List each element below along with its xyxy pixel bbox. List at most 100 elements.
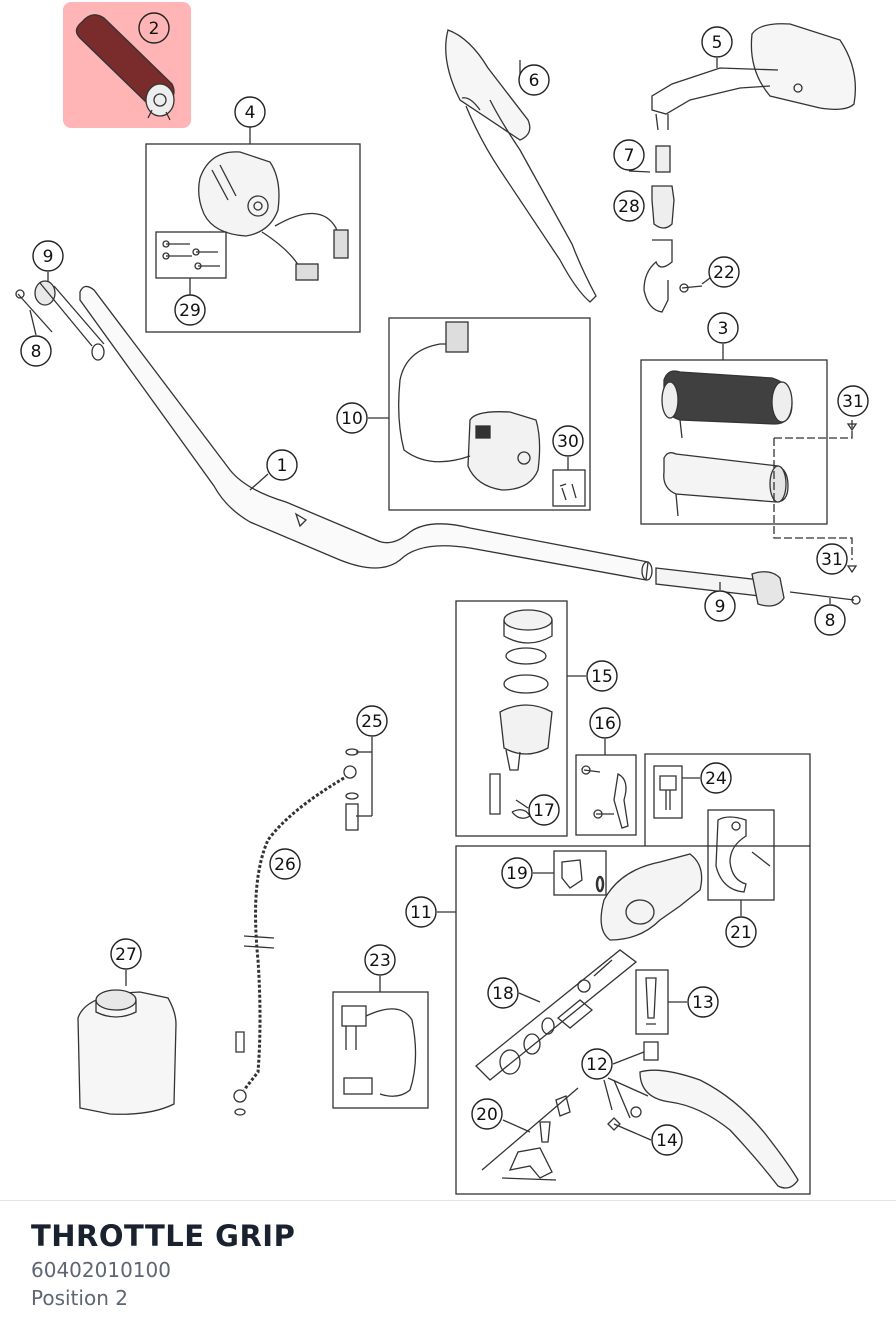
part-26-brake-hose[interactable] (242, 776, 345, 1091)
callout-circle (471, 1098, 503, 1130)
callout-25[interactable]: 25 (356, 705, 388, 737)
callout-31[interactable]: 31 (816, 543, 848, 575)
part-9-bar-end-weight-left[interactable] (34, 280, 105, 361)
callout-circle (651, 1124, 683, 1156)
part-22-clamp[interactable] (643, 239, 703, 313)
part-4-frame (145, 143, 361, 333)
part-24-frame (653, 765, 683, 819)
callout-circle (32, 240, 64, 272)
part-24-bleeder[interactable] (659, 775, 677, 810)
part-20-frame (481, 1087, 579, 1181)
callout-13[interactable]: 13 (687, 986, 719, 1018)
callout-31[interactable]: 31 (837, 385, 869, 417)
callout-number: 2 (149, 19, 160, 39)
part-2-throttle-grip[interactable] (75, 14, 175, 121)
part-31-screw-bottom[interactable] (846, 565, 858, 574)
callout-17[interactable]: 17 (528, 794, 560, 826)
part-16-lever-adjuster[interactable] (581, 765, 629, 829)
callout-2[interactable]: 2 (138, 12, 170, 44)
callout-15[interactable]: 15 (586, 660, 618, 692)
part-27-brake-fluid-bottle[interactable] (77, 989, 177, 1115)
callout-14[interactable]: 14 (651, 1124, 683, 1156)
callout-8[interactable]: 8 (20, 335, 52, 367)
part-15-reservoir[interactable] (489, 609, 553, 819)
callout-7[interactable]: 7 (613, 139, 645, 171)
callout-3[interactable]: 3 (707, 312, 739, 344)
callout-circle (816, 543, 848, 575)
part-21-clamp[interactable] (715, 816, 771, 893)
part-11-master-cylinder-body[interactable] (600, 853, 703, 941)
callout-28[interactable]: 28 (613, 190, 645, 222)
callout-circle (707, 312, 739, 344)
callout-number: 30 (557, 432, 579, 452)
callout-9[interactable]: 9 (704, 590, 736, 622)
callout-circle (501, 857, 533, 889)
callout-5[interactable]: 5 (701, 26, 733, 58)
part-name: THROTTLE GRIP (31, 1219, 296, 1253)
callout-circle (266, 449, 298, 481)
callout-22[interactable]: 22 (708, 256, 740, 288)
callout-18[interactable]: 18 (487, 977, 519, 1009)
callout-20[interactable]: 20 (471, 1098, 503, 1130)
callout-number: 29 (179, 301, 201, 321)
part-4-switch-unit[interactable] (198, 151, 349, 281)
callout-circle (364, 944, 396, 976)
part-8-bolt-right[interactable] (789, 591, 861, 605)
part-15-frame (455, 600, 568, 837)
callout-4[interactable]: 4 (234, 96, 266, 128)
callout-1[interactable]: 1 (266, 449, 298, 481)
part-20-switch[interactable] (508, 1095, 571, 1179)
callout-circle (708, 256, 740, 288)
callout-number: 22 (713, 263, 735, 283)
callout-27[interactable]: 27 (110, 938, 142, 970)
callout-10[interactable]: 10 (336, 402, 368, 434)
part-18-piston-kit[interactable] (499, 959, 613, 1075)
part-29-screws[interactable] (162, 240, 220, 270)
part-3-frame (640, 359, 828, 525)
part-12-lever[interactable] (630, 1041, 799, 1189)
part-3-grip-left[interactable] (661, 370, 793, 439)
part-31-screw-top[interactable] (846, 423, 858, 432)
part-1-handlebar[interactable] (79, 285, 653, 581)
part-position: Position 2 (31, 1286, 128, 1310)
callout-12[interactable]: 12 (581, 1048, 613, 1080)
callout-number: 1 (277, 456, 288, 476)
part-14-screw[interactable] (607, 1117, 621, 1131)
part-7-nut[interactable] (655, 145, 671, 173)
part-5-mirror[interactable] (651, 23, 857, 131)
callout-9[interactable]: 9 (32, 240, 64, 272)
callout-circle (138, 12, 170, 44)
part-13-pivot-bolt[interactable] (645, 977, 657, 1025)
callout-circle (589, 707, 621, 739)
part-9-bar-end-weight-right[interactable] (655, 567, 785, 607)
callout-16[interactable]: 16 (589, 707, 621, 739)
part-19-cap[interactable] (561, 859, 605, 893)
part-23-frame (332, 991, 429, 1109)
part-29-frame (155, 231, 227, 279)
callout-23[interactable]: 23 (364, 944, 396, 976)
callout-26[interactable]: 26 (269, 848, 301, 880)
callout-21[interactable]: 21 (725, 916, 757, 948)
part-25-banjo-bolt[interactable] (343, 748, 359, 831)
callout-24[interactable]: 24 (700, 762, 732, 794)
callout-circle (405, 896, 437, 928)
part-30-screws[interactable] (559, 483, 577, 501)
callout-30[interactable]: 30 (552, 425, 584, 457)
callout-number: 10 (341, 409, 363, 429)
part-6-hand-guard[interactable] (445, 29, 597, 303)
part-10-frame (388, 317, 591, 511)
part-10-switch-unit[interactable] (398, 321, 541, 491)
part-3-grip-right[interactable] (663, 452, 789, 517)
callout-circle (725, 916, 757, 948)
callout-29[interactable]: 29 (174, 294, 206, 326)
callout-19[interactable]: 19 (501, 857, 533, 889)
part-28-adapter[interactable] (651, 185, 675, 229)
callout-6[interactable]: 6 (518, 64, 550, 96)
callout-11[interactable]: 11 (405, 896, 437, 928)
callout-number: 4 (245, 103, 256, 123)
callout-8[interactable]: 8 (814, 604, 846, 636)
part-8-bolt-left[interactable] (15, 289, 53, 333)
part-11-frame (455, 845, 811, 1195)
part-23-brake-light-switch[interactable] (341, 1005, 417, 1097)
